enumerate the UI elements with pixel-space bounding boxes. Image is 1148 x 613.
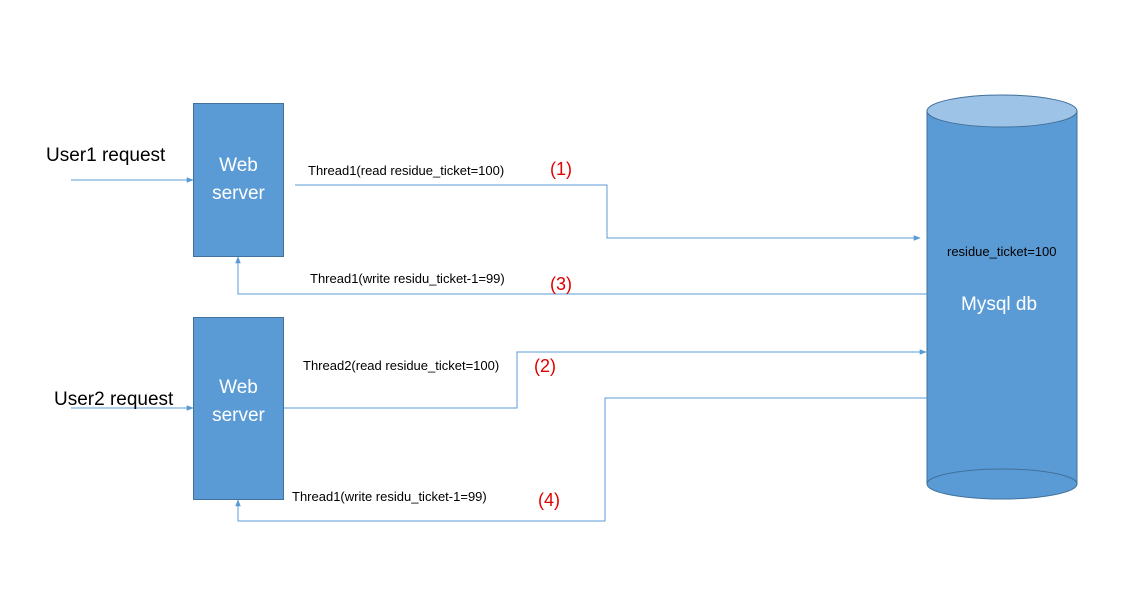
flow-4-step: (4) [538,490,560,510]
flow-4-connector [235,397,927,522]
flow-1-connector [295,184,921,241]
flow-4-label: Thread1(write residu_ticket-1=99) [292,489,487,504]
flow-3-connector [235,256,927,295]
flow-2-step: (2) [534,356,556,376]
user1-label: User1 request [46,145,166,166]
web-server-1: Web server [193,103,284,257]
database-cylinder [926,94,1078,500]
flow-2-label: Thread2(read residue_ticket=100) [303,358,500,373]
web-server-2: Web server [193,317,284,500]
flow-3-step: (3) [550,274,572,294]
flow-3-label: Thread1(write residu_ticket-1=99) [310,271,505,286]
db-name: Mysql db [961,294,1038,315]
web-server-1-line2: server [212,183,265,204]
user2-label: User2 request [54,389,174,410]
db-residue-value: residue_ticket=100 [947,244,1057,259]
web-server-2-line1: Web [219,376,258,398]
flow-2-connector [284,349,927,409]
web-server-1-line1: Web [219,155,258,176]
flow-1-label: Thread1(read residue_ticket=100) [308,163,505,178]
web-server-2-line2: server [212,404,265,426]
flow-1-step: (1) [550,159,572,179]
